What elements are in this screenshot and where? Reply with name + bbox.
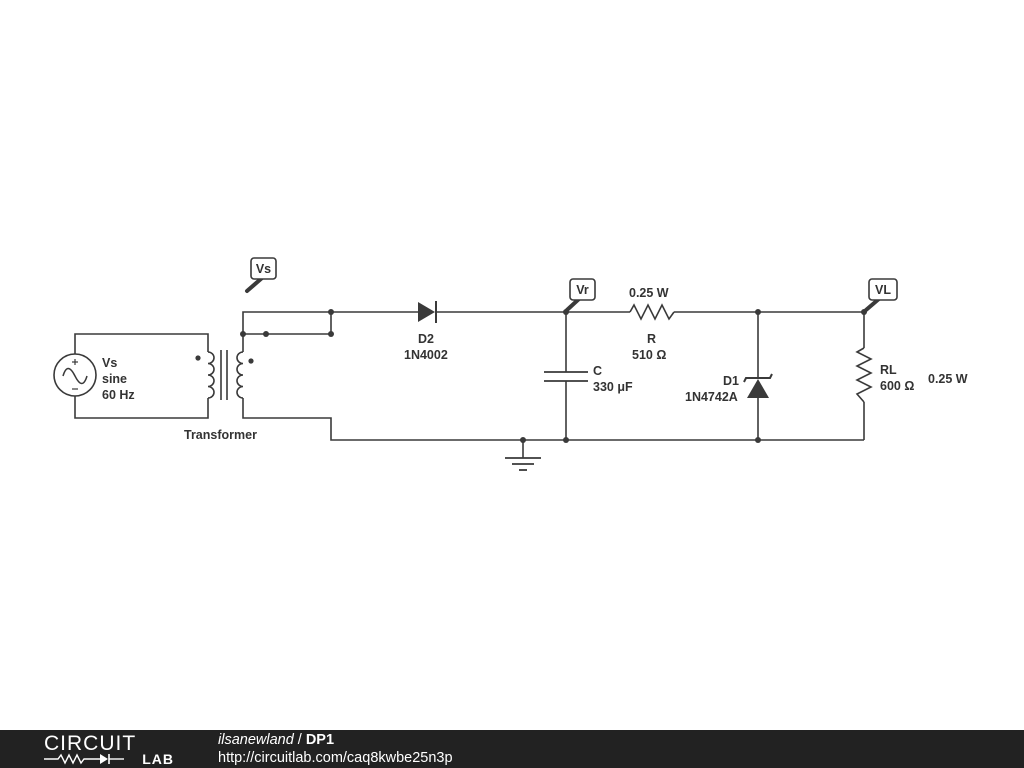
junction-dots [240,309,867,443]
circuitlab-logo[interactable]: CIRCUIT LAB [44,733,176,767]
circuit-schematic: Vs sine 60 Hz Transformer Vs D2 1N4002 V… [53,257,968,471]
transformer-symbol[interactable] [195,350,254,400]
source-type-label: sine [102,372,127,386]
voltage-source-symbol[interactable] [53,353,97,397]
resistor-r-value: 510 Ω [632,348,666,362]
probe-vs-label: Vs [256,262,271,276]
capacitor-symbol[interactable] [544,371,588,382]
resistor-rl-symbol[interactable] [855,347,873,403]
zener-d1-ref: D1 [723,374,739,388]
ground-symbol [505,457,541,471]
resistor-r-symbol[interactable] [629,303,675,321]
resistor-rl-ref: RL [880,363,897,377]
logo-bottom-text: LAB [142,751,174,767]
probe-vl[interactable]: VL [864,278,898,312]
diode-d2-ref: D2 [418,332,434,346]
breadcrumb-separator: / [297,732,302,748]
probe-vr-label: Vr [576,283,589,297]
diode-d2-symbol[interactable] [418,301,437,323]
breadcrumb-project-link[interactable]: DP1 [305,732,335,748]
probe-vl-label: VL [875,283,891,297]
zener-d1-symbol[interactable] [743,373,773,398]
breadcrumb: ilsanewland/DP1 [218,731,334,749]
probe-vr[interactable]: Vr [565,278,596,312]
resistor-r-ref: R [647,332,656,346]
transformer-label: Transformer [184,428,257,442]
capacitor-value: 330 μF [593,380,633,394]
source-frequency-label: 60 Hz [102,388,135,402]
capacitor-ref: C [593,364,602,378]
probe-vs[interactable]: Vs [245,257,277,293]
footer-bar: CIRCUIT LAB ilsanewland/DP1 http://circu… [0,730,1024,768]
source-name-label: Vs [102,356,117,370]
wires [74,311,865,458]
logo-top-text: CIRCUIT [44,732,137,755]
resistor-rl-value: 600 Ω [880,379,914,393]
breadcrumb-user-link[interactable]: ilsanewland [218,732,294,748]
resistor-r-power: 0.25 W [629,286,669,300]
circuit-url-link[interactable]: http://circuitlab.com/caq8kwbe25n3p [218,750,453,766]
zener-d1-part: 1N4742A [685,390,738,404]
resistor-rl-power: 0.25 W [928,372,968,386]
logo-resistor-diode-icon [44,753,124,765]
diode-d2-part: 1N4002 [404,348,448,362]
